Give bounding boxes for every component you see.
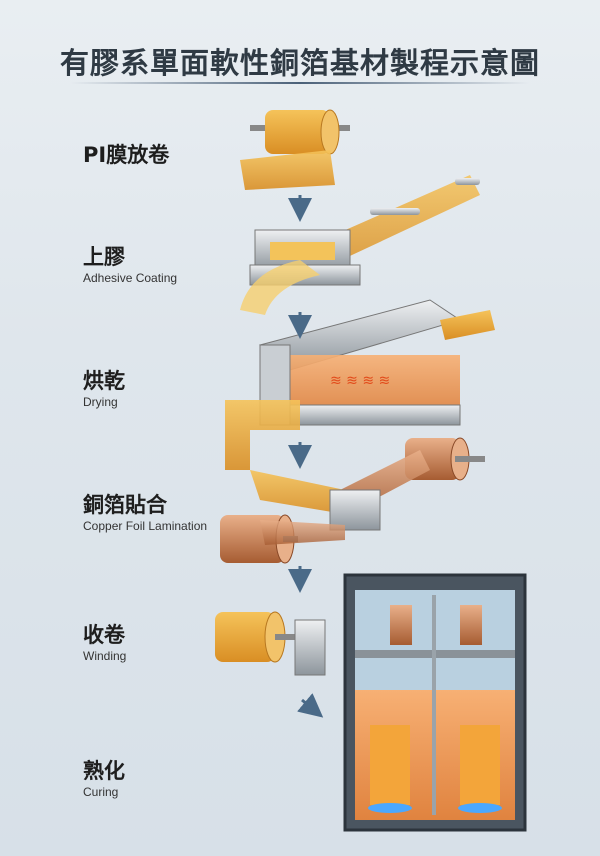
- step-subtitle: Winding: [83, 649, 127, 663]
- step-title: 收卷: [83, 623, 125, 647]
- adhesive-coater: [240, 229, 361, 315]
- step-title: 烘乾: [83, 369, 125, 393]
- step-subtitle: Drying: [83, 395, 118, 409]
- svg-text:≋ ≋ ≋ ≋: ≋ ≋ ≋ ≋: [330, 373, 390, 389]
- winding-roller: [215, 611, 326, 676]
- lamination-unit: [220, 437, 485, 564]
- step-drying: 烘乾 Drying: [83, 368, 125, 410]
- drying-oven: ≋ ≋ ≋ ≋: [258, 299, 495, 426]
- curing-oven: [343, 573, 527, 832]
- step-curing: 熟化 Curing: [83, 758, 125, 800]
- step-subtitle: Adhesive Coating: [83, 271, 178, 285]
- arrow-diagonal-icon: [297, 693, 324, 718]
- step-adhesive-coating: 上膠 Adhesive Coating: [83, 244, 177, 286]
- step-subtitle: Copper Foil Lamination: [83, 519, 208, 533]
- step-subtitle: Curing: [83, 785, 119, 799]
- step-title: 上膠: [83, 245, 125, 269]
- pi-film-unwind-roller: [240, 109, 350, 190]
- step-winding: 收卷 Winding: [83, 622, 126, 664]
- flow-arrows: [288, 195, 324, 718]
- page-title: 有膠系單面軟性銅箔基材製程示意圖: [59, 46, 540, 80]
- title-divider: [70, 82, 530, 84]
- step-title: 銅箔貼合: [83, 493, 167, 517]
- step-title: 熟化: [83, 759, 125, 783]
- guide-rollers: [370, 178, 480, 215]
- step-pi-unwind: PI膜放卷: [83, 142, 169, 168]
- step-copper-lamination: 銅箔貼合 Copper Foil Lamination: [83, 492, 207, 534]
- coated-film-web: [225, 400, 300, 470]
- step-title: PI膜放卷: [83, 143, 170, 167]
